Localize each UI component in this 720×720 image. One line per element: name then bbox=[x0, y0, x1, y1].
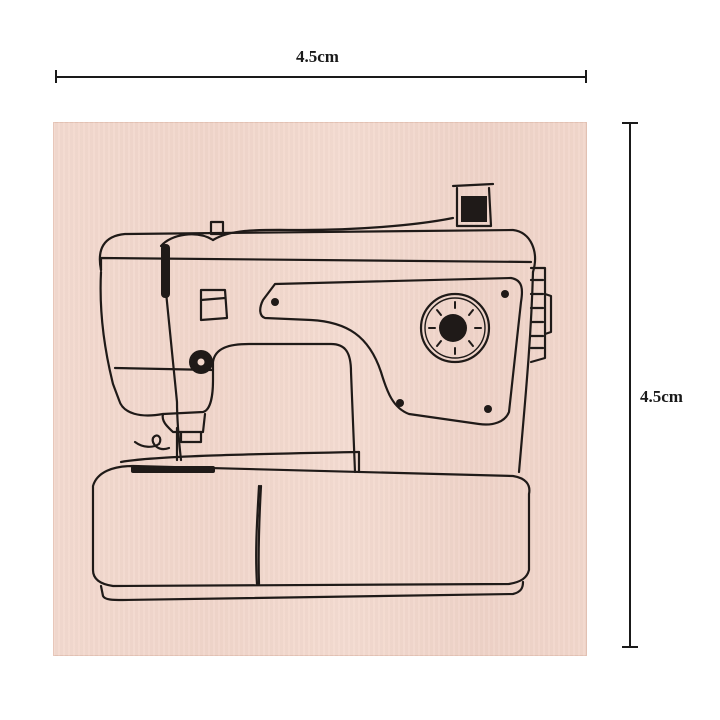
stamp-block bbox=[53, 122, 587, 656]
width-line bbox=[56, 76, 586, 78]
height-tick-top bbox=[622, 122, 638, 124]
height-tick-bottom bbox=[622, 646, 638, 648]
height-line bbox=[629, 123, 631, 647]
width-tick-right bbox=[585, 70, 587, 83]
height-label: 4.5cm bbox=[640, 387, 683, 406]
width-label: 4.5cm bbox=[296, 47, 339, 66]
width-tick-left bbox=[55, 70, 57, 83]
sewing-machine-illustration bbox=[91, 182, 553, 602]
